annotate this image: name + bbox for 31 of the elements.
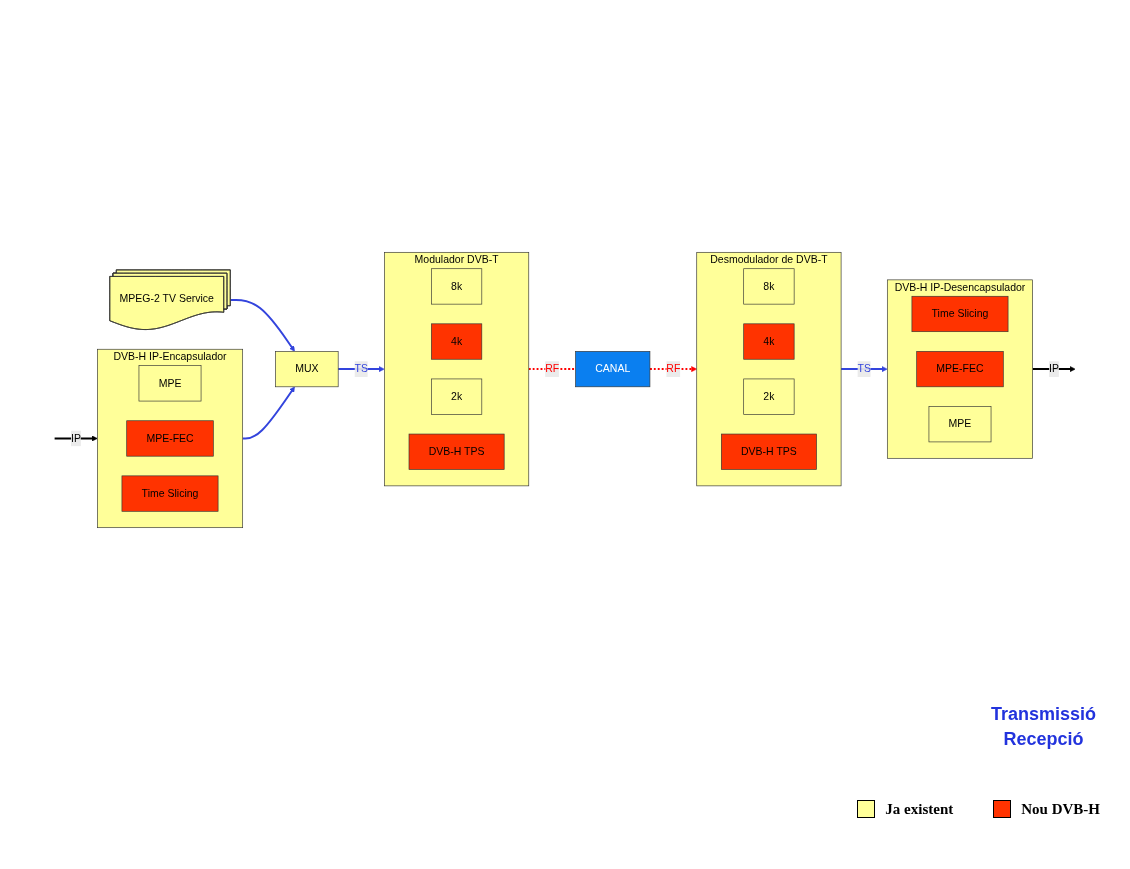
- region-label: Recepció: [1002, 729, 1085, 750]
- edge-label: TS: [354, 363, 368, 375]
- node-box: 4k: [743, 323, 795, 360]
- node-box: MPE: [928, 406, 992, 443]
- arrow: [1031, 366, 1076, 372]
- node-box: MPE-FEC: [916, 351, 1004, 388]
- arrow: [229, 299, 295, 352]
- node-box: Time Slicing: [911, 295, 1009, 332]
- connector: [527, 368, 577, 371]
- node-box: 2k: [431, 378, 483, 415]
- node-box: 8k: [431, 268, 483, 305]
- node-box: 4k: [431, 323, 483, 360]
- edge-label: IP: [71, 432, 81, 444]
- node-box: MPE-FEC: [126, 420, 214, 457]
- node-box: DVB-H TPS: [408, 433, 505, 470]
- legend-text: Nou DVB-H: [1021, 800, 1100, 818]
- legend-text: Ja existent: [885, 800, 954, 818]
- node-box: CANAL: [575, 351, 651, 388]
- edge-label: TS: [857, 363, 871, 375]
- edge-label: RF: [545, 363, 560, 375]
- edge-label: IP: [1049, 363, 1059, 375]
- node-box: Time Slicing: [121, 475, 219, 512]
- node-box: DVB-H TPS: [721, 433, 817, 470]
- region-label: Transmissió: [990, 704, 1096, 725]
- node-box: 8k: [743, 268, 795, 305]
- edge-label: RF: [666, 363, 681, 375]
- node-box: 2k: [743, 378, 795, 415]
- node-box: MUX: [275, 351, 339, 388]
- arrow: [241, 386, 295, 440]
- node-box: MPE: [138, 365, 202, 402]
- arrow: [648, 366, 697, 372]
